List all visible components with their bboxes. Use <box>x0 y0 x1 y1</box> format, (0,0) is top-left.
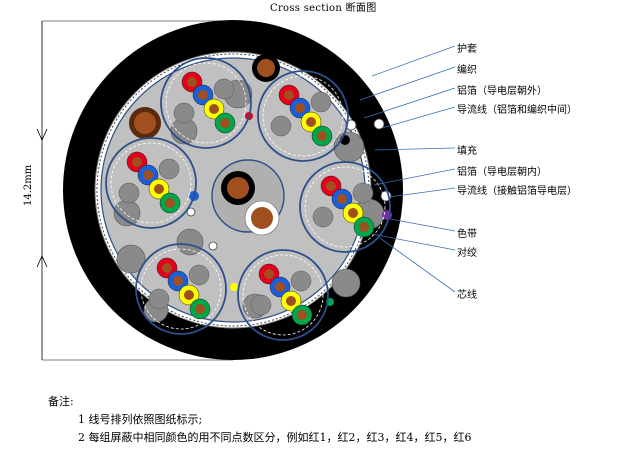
shield-group-3 <box>105 137 197 229</box>
group-4-filler-b <box>312 206 334 228</box>
group-5-filler-a <box>188 264 210 286</box>
group-6-filler-b <box>250 294 272 316</box>
filler-rod-3 <box>176 228 204 256</box>
group-6-core-4-conductor <box>297 310 307 320</box>
group-2-core-1-conductor <box>284 90 294 100</box>
leader-line-7 <box>388 187 456 198</box>
callout-inner-foil: 铝箔（导电层朝内） <box>457 167 547 178</box>
group-3-core-4-conductor <box>165 198 175 208</box>
diagram-title: Cross section 断面图 <box>270 3 377 14</box>
callout-jacket: 护套 <box>457 44 477 55</box>
group-6-core-2-conductor <box>275 282 285 292</box>
filler-rod-8 <box>331 268 361 298</box>
shield-group-5 <box>135 243 227 335</box>
leader-line-9 <box>371 233 456 251</box>
shield-group-inner-2 <box>262 75 344 157</box>
group-6-filler-a <box>290 270 312 292</box>
group-5-core-1-conductor <box>162 263 172 273</box>
callout-outer-foil: 铝箔（导电层朝外） <box>457 86 547 97</box>
leader-line-8 <box>389 218 456 232</box>
group-6-core-3-conductor <box>286 296 296 306</box>
group-4-core-1-conductor <box>326 181 336 191</box>
group-1-filler-b <box>173 102 195 124</box>
group-5-core-4-conductor <box>195 304 205 314</box>
leader-line-6 <box>373 168 456 186</box>
group-3-core-2-conductor <box>143 170 153 180</box>
group-5-core-2-conductor <box>173 276 183 286</box>
shield-group-4 <box>299 161 391 253</box>
shield-group-inner-1 <box>165 62 247 144</box>
shield-group-2 <box>257 70 349 162</box>
diameter-label: 14.2mm <box>23 164 34 206</box>
leader-line-5 <box>374 147 456 151</box>
shield-group-inner-4 <box>304 166 386 248</box>
shield-group-1 <box>160 57 252 149</box>
dimension-arrow-bottom <box>36 255 48 268</box>
callout-outer-drain-wire: 导流线（铝箔和编织中间） <box>457 105 577 116</box>
drain-wire-4 <box>208 241 218 251</box>
leader-line-3 <box>363 87 456 119</box>
group-5-core-3-conductor <box>184 290 194 300</box>
leader-line-10 <box>379 237 456 293</box>
group-3-filler-a <box>158 158 180 180</box>
shield-group-inner-6 <box>242 254 324 336</box>
filler-rod-6 <box>333 131 365 163</box>
callout-core-wire: 芯线 <box>457 290 477 301</box>
group-6-core-1-conductor <box>264 269 274 279</box>
drain-wire-3 <box>186 207 196 217</box>
leader-line-1 <box>371 45 456 77</box>
notes-section: 备注: 1 线号排列依照图纸标示; 2 每组屏蔽中相同颜色的用不同点数区分，例如… <box>48 393 471 447</box>
group-5-filler-b <box>148 288 170 310</box>
center-core-white-copper <box>251 207 273 229</box>
shield-group-6 <box>237 249 329 341</box>
group-3-core-1-conductor <box>132 157 142 167</box>
leader-line-4 <box>381 106 456 129</box>
group-4-filler-a <box>352 182 374 204</box>
notes-heading: 备注: <box>48 395 74 408</box>
single-core-top-copper <box>257 59 275 77</box>
group-1-core-2-conductor <box>198 90 208 100</box>
callout-color-tape: 色带 <box>457 229 477 240</box>
group-4-core-4-conductor <box>359 222 369 232</box>
callout-braid: 编织 <box>457 65 477 76</box>
center-core-black-copper <box>227 177 249 199</box>
callout-filler: 填充 <box>457 146 477 157</box>
shield-group-inner-3 <box>110 142 192 224</box>
group-2-core-4-conductor <box>317 131 327 141</box>
note-item-1: 1 线号排列依照图纸标示; <box>78 413 203 426</box>
group-1-filler-a <box>213 78 235 100</box>
filler-dot-yellow <box>230 283 238 291</box>
group-2-core-2-conductor <box>295 103 305 113</box>
note-item-2: 2 每组屏蔽中相同颜色的用不同点数区分，例如红1，红2，红3，红4，红5，红6 <box>78 431 472 444</box>
callout-twisted-pair: 对绞 <box>457 248 477 259</box>
group-4-core-3-conductor <box>348 208 358 218</box>
drain-wire-2 <box>373 118 385 130</box>
group-2-filler-b <box>270 115 292 137</box>
group-2-core-3-conductor <box>306 117 316 127</box>
callout-inner-drain-wire: 导流线（接触铝箔导电层） <box>457 186 577 197</box>
group-3-filler-b <box>118 182 140 204</box>
group-1-core-1-conductor <box>187 77 197 87</box>
leader-line-2 <box>359 66 456 101</box>
group-1-core-3-conductor <box>209 104 219 114</box>
group-4-core-2-conductor <box>337 194 347 204</box>
group-1-core-4-conductor <box>220 118 230 128</box>
group-3-core-3-conductor <box>154 184 164 194</box>
group-2-filler-a <box>310 91 332 113</box>
dimension-arrow-top <box>36 128 48 141</box>
single-core-left-copper <box>134 112 156 134</box>
drain-wire-1 <box>345 119 357 131</box>
shield-group-inner-5 <box>140 248 222 330</box>
filler-rod-5 <box>116 244 146 274</box>
